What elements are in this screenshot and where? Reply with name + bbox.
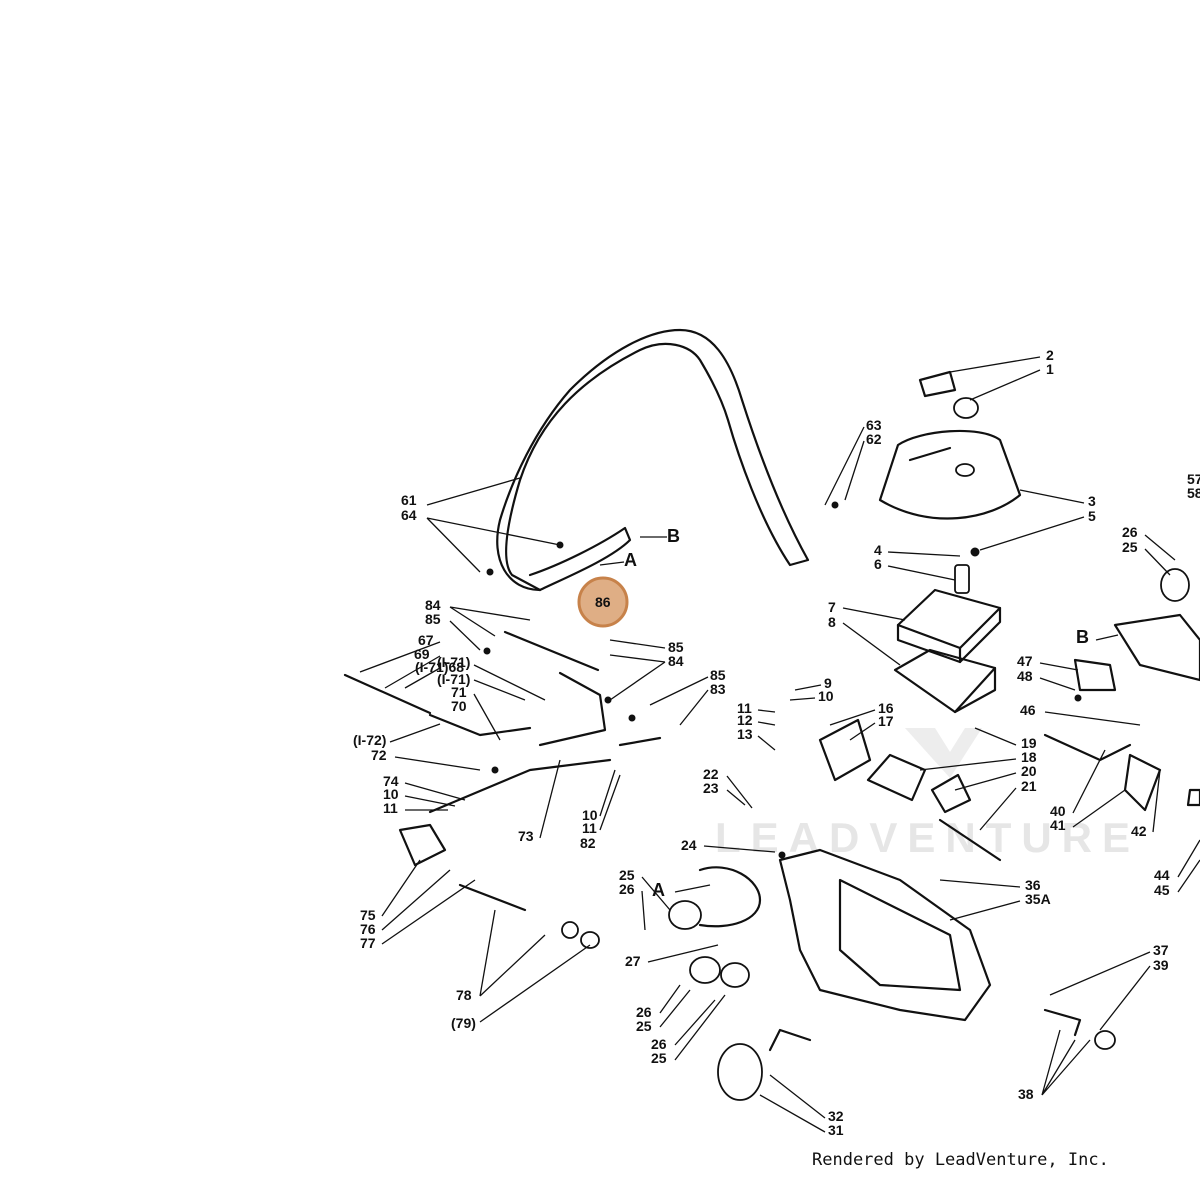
part-label-72[interactable]: 72 (371, 747, 387, 763)
part-label-85b[interactable]: 85 (668, 639, 684, 655)
part-label-68[interactable]: (I-71)68 (415, 659, 464, 675)
part-label-10a[interactable]: 10 (383, 786, 399, 802)
part-label-85c[interactable]: 85 (710, 667, 726, 683)
credit-text: Rendered by LeadVenture, Inc. (812, 1150, 1109, 1170)
right-side-parts (1043, 568, 1200, 1050)
part-label-76[interactable]: 76 (360, 921, 376, 937)
leader-lines (359, 356, 1200, 1133)
part-label-84a[interactable]: 84 (425, 597, 441, 613)
part-label-44[interactable]: 44 (1154, 867, 1170, 883)
part-label-26b[interactable]: 26 (636, 1004, 652, 1020)
part-label-36[interactable]: 36 (1025, 877, 1041, 893)
handle-bar (496, 328, 810, 592)
part-label-57[interactable]: 57 (1187, 471, 1200, 487)
tank-cover (878, 370, 1022, 520)
part-label-63[interactable]: 63 (866, 417, 882, 433)
part-label-8[interactable]: 8 (828, 614, 836, 630)
part-label-47[interactable]: 47 (1017, 653, 1033, 669)
part-label-2[interactable]: 2 (1046, 347, 1054, 363)
carburetor (818, 718, 1002, 862)
part-label-25a[interactable]: 25 (619, 867, 635, 883)
part-label-B2[interactable]: B (1076, 627, 1089, 647)
part-label-10b[interactable]: 10 (582, 807, 598, 823)
part-label-20[interactable]: 20 (1021, 763, 1037, 779)
part-label-25b[interactable]: 25 (636, 1018, 652, 1034)
part-label-17[interactable]: 17 (878, 713, 894, 729)
part-label-11a[interactable]: 11 (383, 800, 398, 816)
part-label-19[interactable]: 19 (1021, 735, 1037, 751)
part-label-12[interactable]: 12 (737, 712, 753, 728)
part-label-25c[interactable]: 25 (651, 1050, 667, 1066)
part-label-40[interactable]: 40 (1050, 803, 1066, 819)
part-label-5[interactable]: 5 (1088, 508, 1096, 524)
part-label-46[interactable]: 46 (1020, 702, 1036, 718)
part-label-75[interactable]: 75 (360, 907, 376, 923)
part-label-7[interactable]: 7 (828, 599, 836, 615)
small-fasteners (483, 501, 1082, 859)
part-label-24[interactable]: 24 (681, 837, 697, 853)
part-label-70[interactable]: 70 (451, 698, 467, 714)
part-label-42[interactable]: 42 (1131, 823, 1147, 839)
part-label-B1[interactable]: B (667, 526, 680, 546)
part-label-69[interactable]: 69 (414, 646, 430, 662)
part-label-27[interactable]: 27 (625, 953, 641, 969)
part-label-11c[interactable]: 11 (737, 700, 752, 716)
part-label-18[interactable]: 18 (1021, 749, 1037, 765)
part-label-1[interactable]: 1 (1046, 361, 1054, 377)
part-label-45[interactable]: 45 (1154, 882, 1170, 898)
part-label-26d[interactable]: 26 (1122, 524, 1138, 540)
part-label-79[interactable]: (79) (451, 1015, 476, 1031)
part-label-10c[interactable]: 10 (818, 688, 834, 704)
part-label-62[interactable]: 62 (866, 431, 882, 447)
part-label-25d[interactable]: 25 (1122, 539, 1138, 555)
part-label-71[interactable]: 71 (451, 684, 467, 700)
part-label-37[interactable]: 37 (1153, 942, 1169, 958)
part-label-I71a[interactable]: (I-71) (437, 654, 470, 670)
part-label-I71b[interactable]: (I-71) (437, 671, 470, 687)
part-label-16[interactable]: 16 (878, 700, 894, 716)
callout-labels: 6164BA84856769(I-71)68(I-71)(I-71)7170(I… (353, 347, 1200, 1138)
part-label-21[interactable]: 21 (1021, 778, 1037, 794)
part-label-9[interactable]: 9 (824, 675, 832, 691)
part-label-73[interactable]: 73 (518, 828, 534, 844)
part-label-84b[interactable]: 84 (668, 653, 684, 669)
part-label-A2[interactable]: A (652, 880, 665, 900)
part-label-22[interactable]: 22 (703, 766, 719, 782)
highlight-label: 86 (595, 594, 611, 610)
part-label-32[interactable]: 32 (828, 1108, 844, 1124)
part-label-38[interactable]: 38 (1018, 1086, 1034, 1102)
part-label-48[interactable]: 48 (1017, 668, 1033, 684)
part-label-82[interactable]: 82 (580, 835, 596, 851)
throttle-linkage (343, 630, 662, 949)
part-label-13[interactable]: 13 (737, 726, 753, 742)
part-label-31[interactable]: 31 (828, 1122, 844, 1138)
part-label-11b[interactable]: 11 (582, 820, 597, 836)
part-label-41[interactable]: 41 (1050, 817, 1066, 833)
part-label-26c[interactable]: 26 (651, 1036, 667, 1052)
part-label-74[interactable]: 74 (383, 773, 399, 789)
air-filter-assembly (893, 564, 1002, 714)
part-label-6[interactable]: 6 (874, 556, 882, 572)
part-label-77[interactable]: 77 (360, 935, 376, 951)
part-label-83[interactable]: 83 (710, 681, 726, 697)
part-label-I72[interactable]: (I-72) (353, 732, 386, 748)
highlight-marker-86[interactable]: 86 (577, 576, 629, 628)
crankcase-housing (668, 848, 992, 1101)
part-label-58[interactable]: 58 (1187, 485, 1200, 501)
part-label-64[interactable]: 64 (401, 507, 417, 523)
part-label-26a[interactable]: 26 (619, 881, 635, 897)
part-label-35A[interactable]: 35A (1025, 891, 1051, 907)
part-label-3[interactable]: 3 (1088, 493, 1096, 509)
part-label-61[interactable]: 61 (401, 492, 417, 508)
part-label-A1[interactable]: A (624, 550, 637, 570)
part-label-23[interactable]: 23 (703, 780, 719, 796)
part-label-39[interactable]: 39 (1153, 957, 1169, 973)
part-label-67[interactable]: 67 (418, 632, 434, 648)
part-label-4[interactable]: 4 (874, 542, 882, 558)
watermark-logo (905, 728, 982, 778)
part-label-85a[interactable]: 85 (425, 611, 441, 627)
part-label-78[interactable]: 78 (456, 987, 472, 1003)
